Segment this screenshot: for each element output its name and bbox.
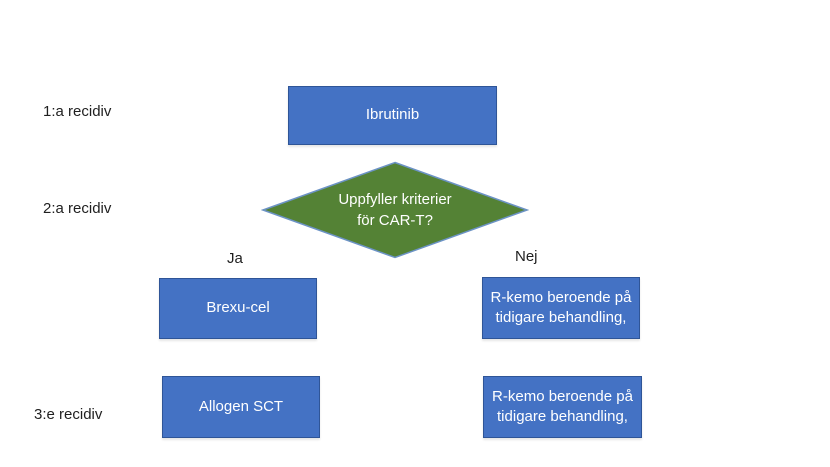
- node-allogen-sct: Allogen SCT: [162, 376, 320, 438]
- branch-label-no: Nej: [515, 248, 538, 265]
- node-rkemo-after-nej: R-kemo beroende på tidigare behandling,: [482, 277, 640, 339]
- row-label-second-relapse: 2:a recidiv: [43, 200, 112, 217]
- decision-diamond-icon: [261, 161, 529, 259]
- decision-diamond-shape: [261, 161, 529, 259]
- row-label-first-relapse: 1:a recidiv: [43, 103, 112, 120]
- node-rkemo-third-relapse: R-kemo beroende på tidigare behandling,: [483, 376, 642, 438]
- node-decision-label: Uppfyller kriterier för CAR-T?: [338, 191, 452, 229]
- branch-label-yes: Ja: [227, 250, 243, 267]
- node-ibrutinib: Ibrutinib: [288, 86, 497, 145]
- node-decision-car-t: Uppfyller kriterier för CAR-T?: [261, 161, 529, 259]
- row-label-third-relapse: 3:e recidiv: [34, 406, 103, 423]
- node-brexu-cel: Brexu-cel: [159, 278, 317, 339]
